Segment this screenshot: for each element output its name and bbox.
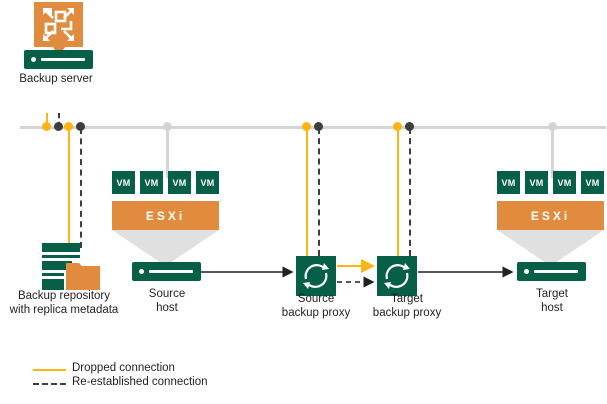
backup-server-slot	[41, 58, 85, 61]
legend-label-reestablished: Re-established connection	[72, 376, 208, 388]
backup-server-reestablished-dot	[54, 122, 63, 131]
backup-server-dropped-dot	[42, 122, 51, 131]
source-proxy-label: Source backup proxy	[281, 293, 351, 319]
target-vm-1: VM	[497, 171, 520, 194]
target-host-icon	[517, 262, 586, 281]
repository-reestablished-link	[80, 128, 82, 248]
source-esxi-bar: ESXi	[112, 201, 219, 230]
target-proxy-reestablished-dot	[405, 122, 414, 131]
source-host-icon	[132, 262, 201, 281]
source-host-network-dot	[163, 122, 172, 131]
source-host-network-stick	[166, 128, 169, 178]
target-host-network-dot	[548, 122, 557, 131]
legend-swatch-dropped	[33, 369, 66, 371]
target-proxy-box	[377, 256, 417, 296]
repository-dropped-dot	[64, 122, 73, 131]
repository-dropped-link	[68, 128, 70, 248]
target-vm-4: VM	[581, 171, 604, 194]
target-cluster-funnel	[497, 230, 604, 266]
backup-server-dropped-link	[46, 113, 48, 127]
source-cluster-funnel	[112, 230, 219, 266]
legend-label-dropped: Dropped connection	[72, 362, 175, 374]
target-host-network-stick	[551, 128, 554, 178]
target-proxy-dropped-link	[397, 128, 399, 256]
source-vm-3: VM	[168, 171, 191, 194]
source-vm-4: VM	[196, 171, 219, 194]
proxy-sync-icon	[303, 263, 329, 289]
backup-server-icon	[34, 2, 83, 47]
source-proxy-reestablished-dot	[314, 122, 323, 131]
repository-icon	[42, 243, 100, 290]
backup-server-label: Backup server	[19, 73, 93, 85]
source-host-label: Source host	[148, 288, 186, 314]
source-vm-1: VM	[112, 171, 135, 194]
source-proxy-dropped-dot	[302, 122, 311, 131]
source-proxy-box	[296, 256, 336, 296]
proxy-sync-icon	[384, 263, 410, 289]
source-vm-2: VM	[140, 171, 163, 194]
target-vm-2: VM	[525, 171, 548, 194]
network-backbone-line	[20, 126, 606, 129]
repository-reestablished-dot	[76, 122, 85, 131]
source-proxy-reestablished-link	[318, 128, 320, 256]
legend-swatch-reestablished	[33, 383, 66, 385]
target-proxy-label: Target backup proxy	[372, 293, 442, 319]
source-proxy-dropped-link	[306, 128, 308, 256]
backup-repository-label: Backup repository with replica metadata	[9, 290, 119, 316]
backup-server-reestablished-link	[58, 113, 60, 127]
target-proxy-reestablished-link	[409, 128, 411, 256]
target-proxy-dropped-dot	[393, 122, 402, 131]
target-host-label: Target host	[536, 288, 568, 314]
target-vm-3: VM	[553, 171, 576, 194]
backup-server-led	[31, 57, 36, 62]
target-esxi-bar: ESXi	[497, 201, 604, 230]
